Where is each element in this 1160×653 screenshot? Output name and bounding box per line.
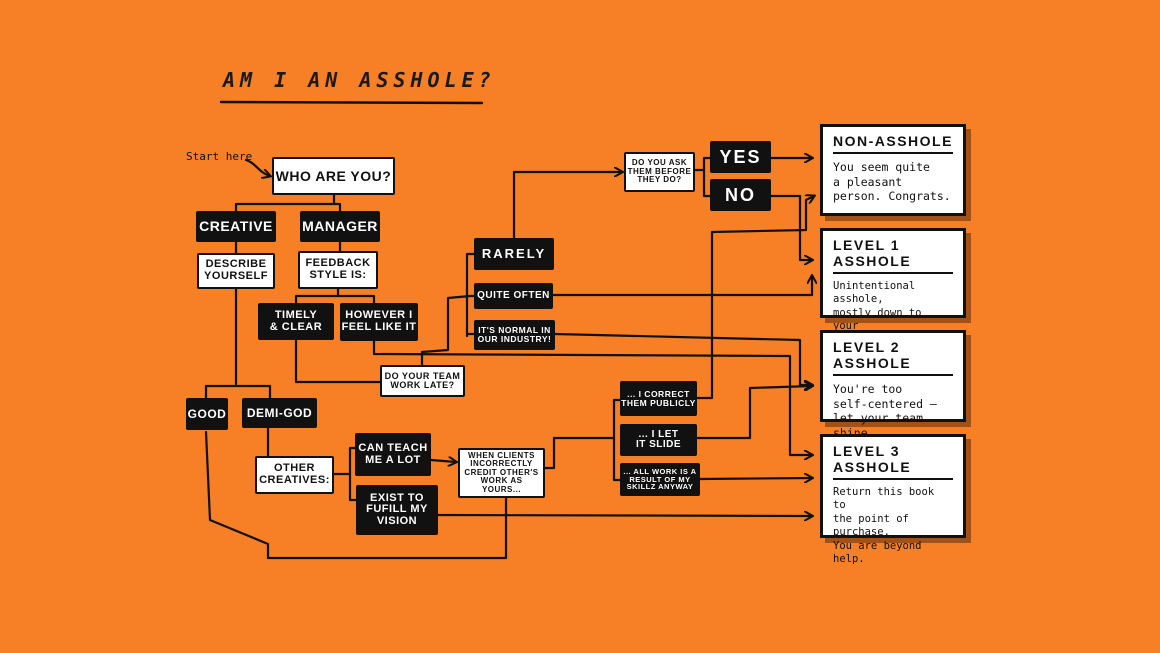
- result-non-asshole-title: NON-ASSHOLE: [833, 133, 953, 154]
- result-non-asshole-text: You seem quite a pleasant person. Congra…: [833, 160, 951, 204]
- clients-answers-connector: [543, 398, 622, 482]
- ask-before-node: DO YOU ASK THEM BEFORE THEY DO?: [624, 152, 695, 192]
- correct-publicly-node: ... I CORRECT THEM PUBLICLY: [620, 381, 697, 416]
- result-level-2-text: You're too self-centered — let your team…: [833, 382, 937, 440]
- allwork-l3-connector: [698, 478, 812, 479]
- result-level-2: LEVEL 2 ASSHOLE You're too self-centered…: [820, 330, 966, 440]
- result-level-1: LEVEL 1 ASSHOLE Unintentional asshole, m…: [820, 228, 966, 346]
- no-l1-connector: [769, 194, 812, 260]
- describe-split-connector: [204, 286, 272, 400]
- exist-fulfill-node: EXIST TO FUFILL MY VISION: [356, 485, 438, 535]
- feedback-style-node: FEEDBACK STYLE IS:: [298, 251, 378, 289]
- result-level-3-title: LEVEL 3 ASSHOLE: [833, 443, 953, 480]
- late-answers-connector: [420, 252, 476, 368]
- start-label: Start here: [186, 150, 253, 163]
- ask-yesno-connector: [693, 156, 712, 198]
- creative-node: CREATIVE: [196, 211, 276, 242]
- other-split-connector: [332, 446, 358, 502]
- however-l3-connector: [372, 339, 812, 455]
- timely-clear-node: TIMELY & CLEAR: [258, 303, 334, 340]
- however-feel-node: HOWEVER I FEEL LIKE IT: [340, 303, 418, 341]
- normal-l2-connector: [553, 332, 812, 385]
- normal-industry-node: IT'S NORMAL IN OUR INDUSTRY!: [474, 320, 555, 350]
- result-level-2-title: LEVEL 2 ASSHOLE: [833, 339, 953, 376]
- result-non-asshole: NON-ASSHOLE You seem quite a pleasant pe…: [820, 124, 966, 216]
- good-clients-connector: [204, 430, 508, 560]
- who-are-you-node: WHO ARE YOU?: [272, 157, 395, 195]
- page-title: AM I AN ASSHOLE?: [223, 68, 496, 92]
- all-work-node: ... ALL WORK IS A RESULT OF MY SKILLZ AN…: [620, 463, 700, 496]
- let-it-slide-node: ... I LET IT SLIDE: [620, 424, 697, 456]
- who-split-connector: [234, 193, 342, 214]
- clients-credit-node: WHEN CLIENTS INCORRECTLY CREDIT OTHER'S …: [458, 448, 545, 498]
- good-node: GOOD: [186, 398, 228, 430]
- rarely-node: RARELY: [474, 238, 554, 270]
- quite-often-node: QUITE OFTEN: [474, 283, 553, 309]
- no-node: NO: [710, 179, 771, 211]
- team-work-late-node: DO YOUR TEAM WORK LATE?: [380, 365, 465, 397]
- timely-late-connector: [294, 338, 382, 384]
- rarely-ask-connector: [512, 172, 622, 240]
- start-connector: [244, 158, 270, 176]
- correct-non-connector: [695, 196, 814, 400]
- describe-yourself-node: DESCRIBE YOURSELF: [197, 253, 275, 289]
- result-level-3: LEVEL 3 ASSHOLE Return this book to the …: [820, 434, 966, 565]
- exist-l3-connector: [436, 515, 812, 516]
- result-level-1-title: LEVEL 1 ASSHOLE: [833, 237, 953, 274]
- slide-l2-connector: [695, 386, 812, 440]
- result-level-3-text: Return this book to the point of purchas…: [833, 486, 935, 566]
- feedback-split-connector: [294, 286, 376, 306]
- title-underline: [219, 100, 484, 105]
- other-creatives-node: OTHER CREATIVES:: [255, 456, 334, 494]
- manager-node: MANAGER: [300, 211, 380, 242]
- yes-node: YES: [710, 141, 771, 173]
- often-l1-connector: [551, 276, 812, 297]
- teach-clients-connector: [429, 460, 456, 462]
- can-teach-node: CAN TEACH ME A LOT: [355, 433, 431, 476]
- demi-god-node: DEMI-GOD: [242, 398, 317, 428]
